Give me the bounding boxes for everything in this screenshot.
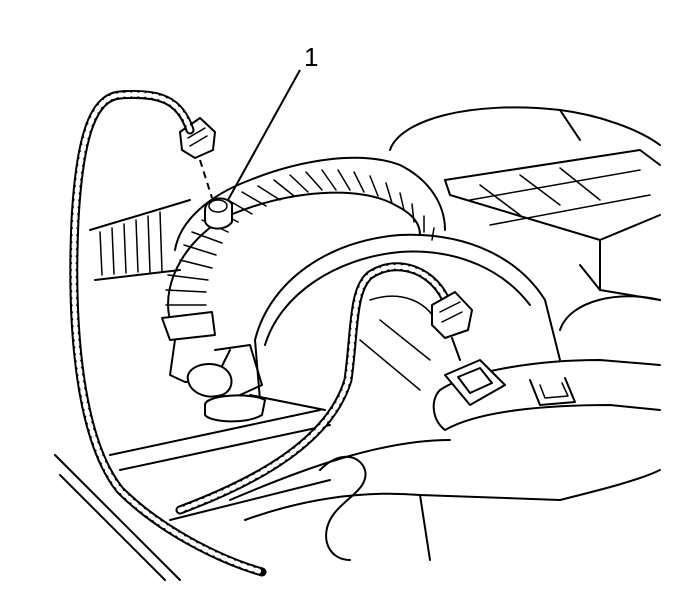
callout-label-1: 1 <box>304 42 318 72</box>
fender-arch <box>254 233 561 401</box>
chassis-rail <box>54 409 661 581</box>
callout-1: 1 <box>227 42 318 201</box>
sensor-port <box>204 197 233 230</box>
sensor-mount-bracket <box>161 311 326 423</box>
callout-leader-line <box>227 69 301 201</box>
corrugated-hose <box>89 156 446 321</box>
wiring-harness-left <box>69 89 267 577</box>
wiring-harness-right <box>175 262 450 515</box>
connection-dash-line <box>199 159 213 199</box>
lower-electrical-connector <box>431 291 506 406</box>
engine-block-outline <box>389 106 661 331</box>
